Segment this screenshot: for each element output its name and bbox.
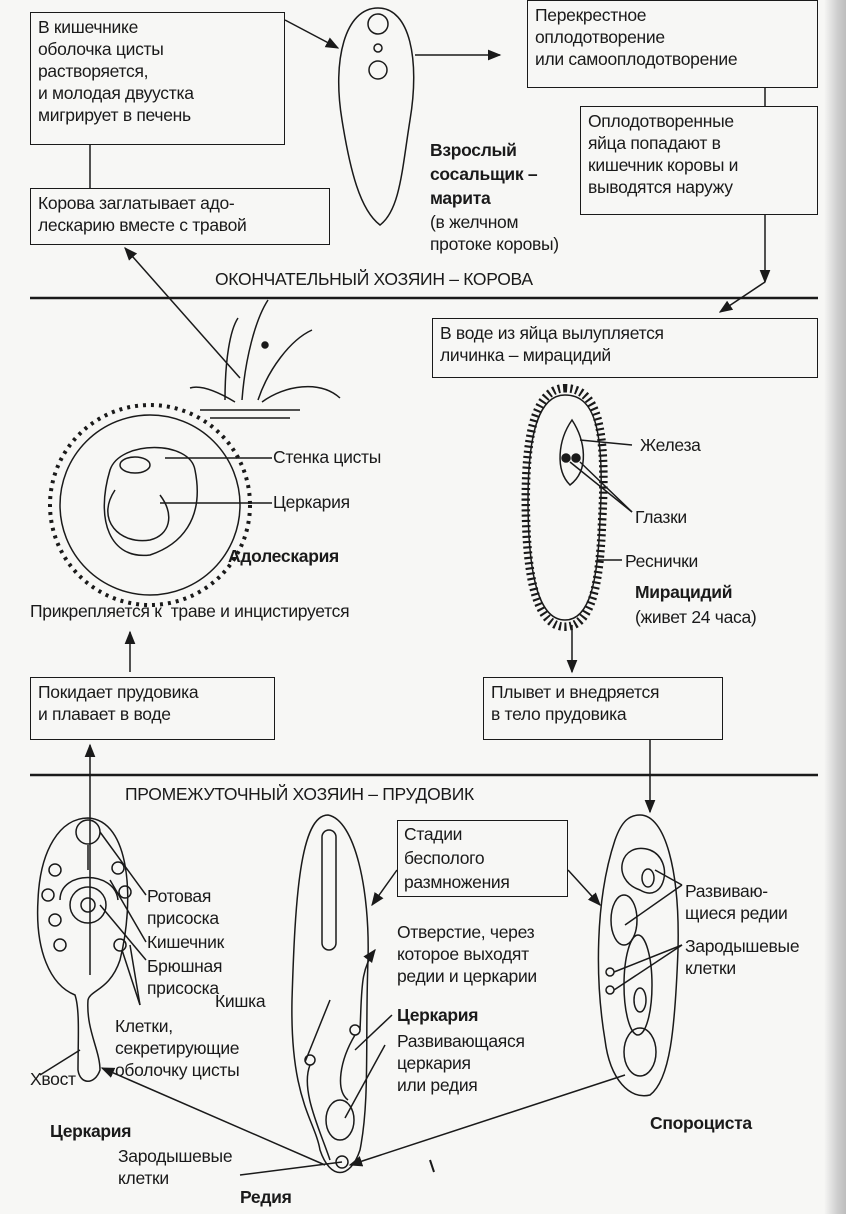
label-developing-rediae: Развиваю- щиеся редии bbox=[685, 881, 788, 923]
label-eyes: Глазки bbox=[635, 507, 687, 527]
miracidium-drawing bbox=[521, 383, 633, 631]
label-germ-cells-sporocyst: Зародышевые клетки bbox=[685, 936, 800, 978]
label-oral-sucker: Ротовая присоска bbox=[147, 886, 219, 928]
label-cercaria-title: Церкария bbox=[50, 1121, 132, 1141]
label-cyst-cells: Клетки, секретирующие оболочку цисты bbox=[115, 1016, 240, 1080]
cercaria-drawing bbox=[36, 817, 147, 1082]
label-miracidium-note: (живет 24 часа) bbox=[635, 607, 757, 627]
label-cercaria-in-redia: Церкария bbox=[397, 1005, 479, 1025]
box-enters-snail: Плывет и внедряется в тело прудовика bbox=[483, 677, 723, 740]
label-germ-cells-redia: Зародышевые клетки bbox=[118, 1146, 233, 1188]
label-developing: Развивающаяся церкария или редия bbox=[397, 1031, 525, 1095]
box-text: В воде из яйца вылупляется личинка – мир… bbox=[440, 323, 664, 365]
adolescaria-drawing bbox=[48, 403, 272, 607]
box-text: Покидает прудовика и плавает в воде bbox=[38, 682, 199, 724]
label-gut: Кишка bbox=[215, 991, 266, 1011]
page-edge-shadow bbox=[824, 0, 846, 1214]
label-cilia: Реснички bbox=[625, 551, 698, 571]
label-redia-title: Редия bbox=[240, 1187, 292, 1207]
grass-drawing bbox=[189, 299, 341, 419]
box-text: В кишечнике оболочка цисты растворяется,… bbox=[38, 17, 194, 125]
label-adult-title: Взрослый сосальщик – марита bbox=[430, 140, 538, 208]
label-cyst-wall: Стенка цисты bbox=[273, 447, 382, 467]
label-adolescaria-title: Адолескария bbox=[228, 546, 339, 566]
redia-drawing bbox=[100, 814, 393, 1176]
label-cercaria-in-cyst: Церкария bbox=[273, 492, 350, 512]
label-miracidium-title: Мирацидий bbox=[635, 582, 733, 602]
box-miracidium-hatches: В воде из яйца вылупляется личинка – мир… bbox=[432, 318, 818, 378]
label-tail: Хвост bbox=[30, 1069, 76, 1089]
box-cow-swallows: Корова заглатывает адо- лескарию вместе … bbox=[30, 188, 330, 245]
sporocyst-drawing bbox=[348, 814, 683, 1167]
heading-intermediate-host: ПРОМЕЖУТОЧНЫЙ ХОЗЯИН – ПРУДОВИК bbox=[125, 784, 474, 804]
label-opening: Отверстие, через которое выходят редии и… bbox=[397, 922, 537, 986]
heading-final-host: ОКОНЧАТЕЛЬНЫЙ ХОЗЯИН – КОРОВА bbox=[215, 269, 533, 289]
label-intestine: Кишечник bbox=[147, 932, 224, 952]
label-adult-note: (в желчном протоке коровы) bbox=[430, 212, 559, 254]
box-leaves-snail: Покидает прудовика и плавает в воде bbox=[30, 677, 275, 740]
label-sporocyst-title: Спороциста bbox=[650, 1113, 752, 1133]
box-text: Плывет и внедряется в тело прудовика bbox=[491, 682, 660, 724]
label-ventral-sucker: Брюшная присоска bbox=[147, 956, 223, 998]
label-attach: Прикрепляется к траве и инцистируется bbox=[30, 601, 350, 621]
box-text: Стадии бесполого размножения bbox=[404, 824, 510, 892]
box-text: Оплодотворенные яйца попадают в кишечник… bbox=[588, 111, 739, 197]
box-cyst-dissolves: В кишечнике оболочка цисты растворяется,… bbox=[30, 12, 285, 145]
box-eggs-excreted: Оплодотворенные яйца попадают в кишечник… bbox=[580, 106, 818, 215]
box-fertilization: Перекрестное оплодотворение или самоопло… bbox=[527, 0, 818, 88]
box-text: Корова заглатывает адо- лескарию вместе … bbox=[38, 193, 247, 235]
label-gland: Железа bbox=[640, 435, 701, 455]
box-text: Перекрестное оплодотворение или самоопло… bbox=[535, 5, 738, 69]
box-asexual-stages: Стадии бесполого размножения bbox=[397, 820, 568, 897]
adult-fluke-drawing bbox=[337, 7, 415, 226]
